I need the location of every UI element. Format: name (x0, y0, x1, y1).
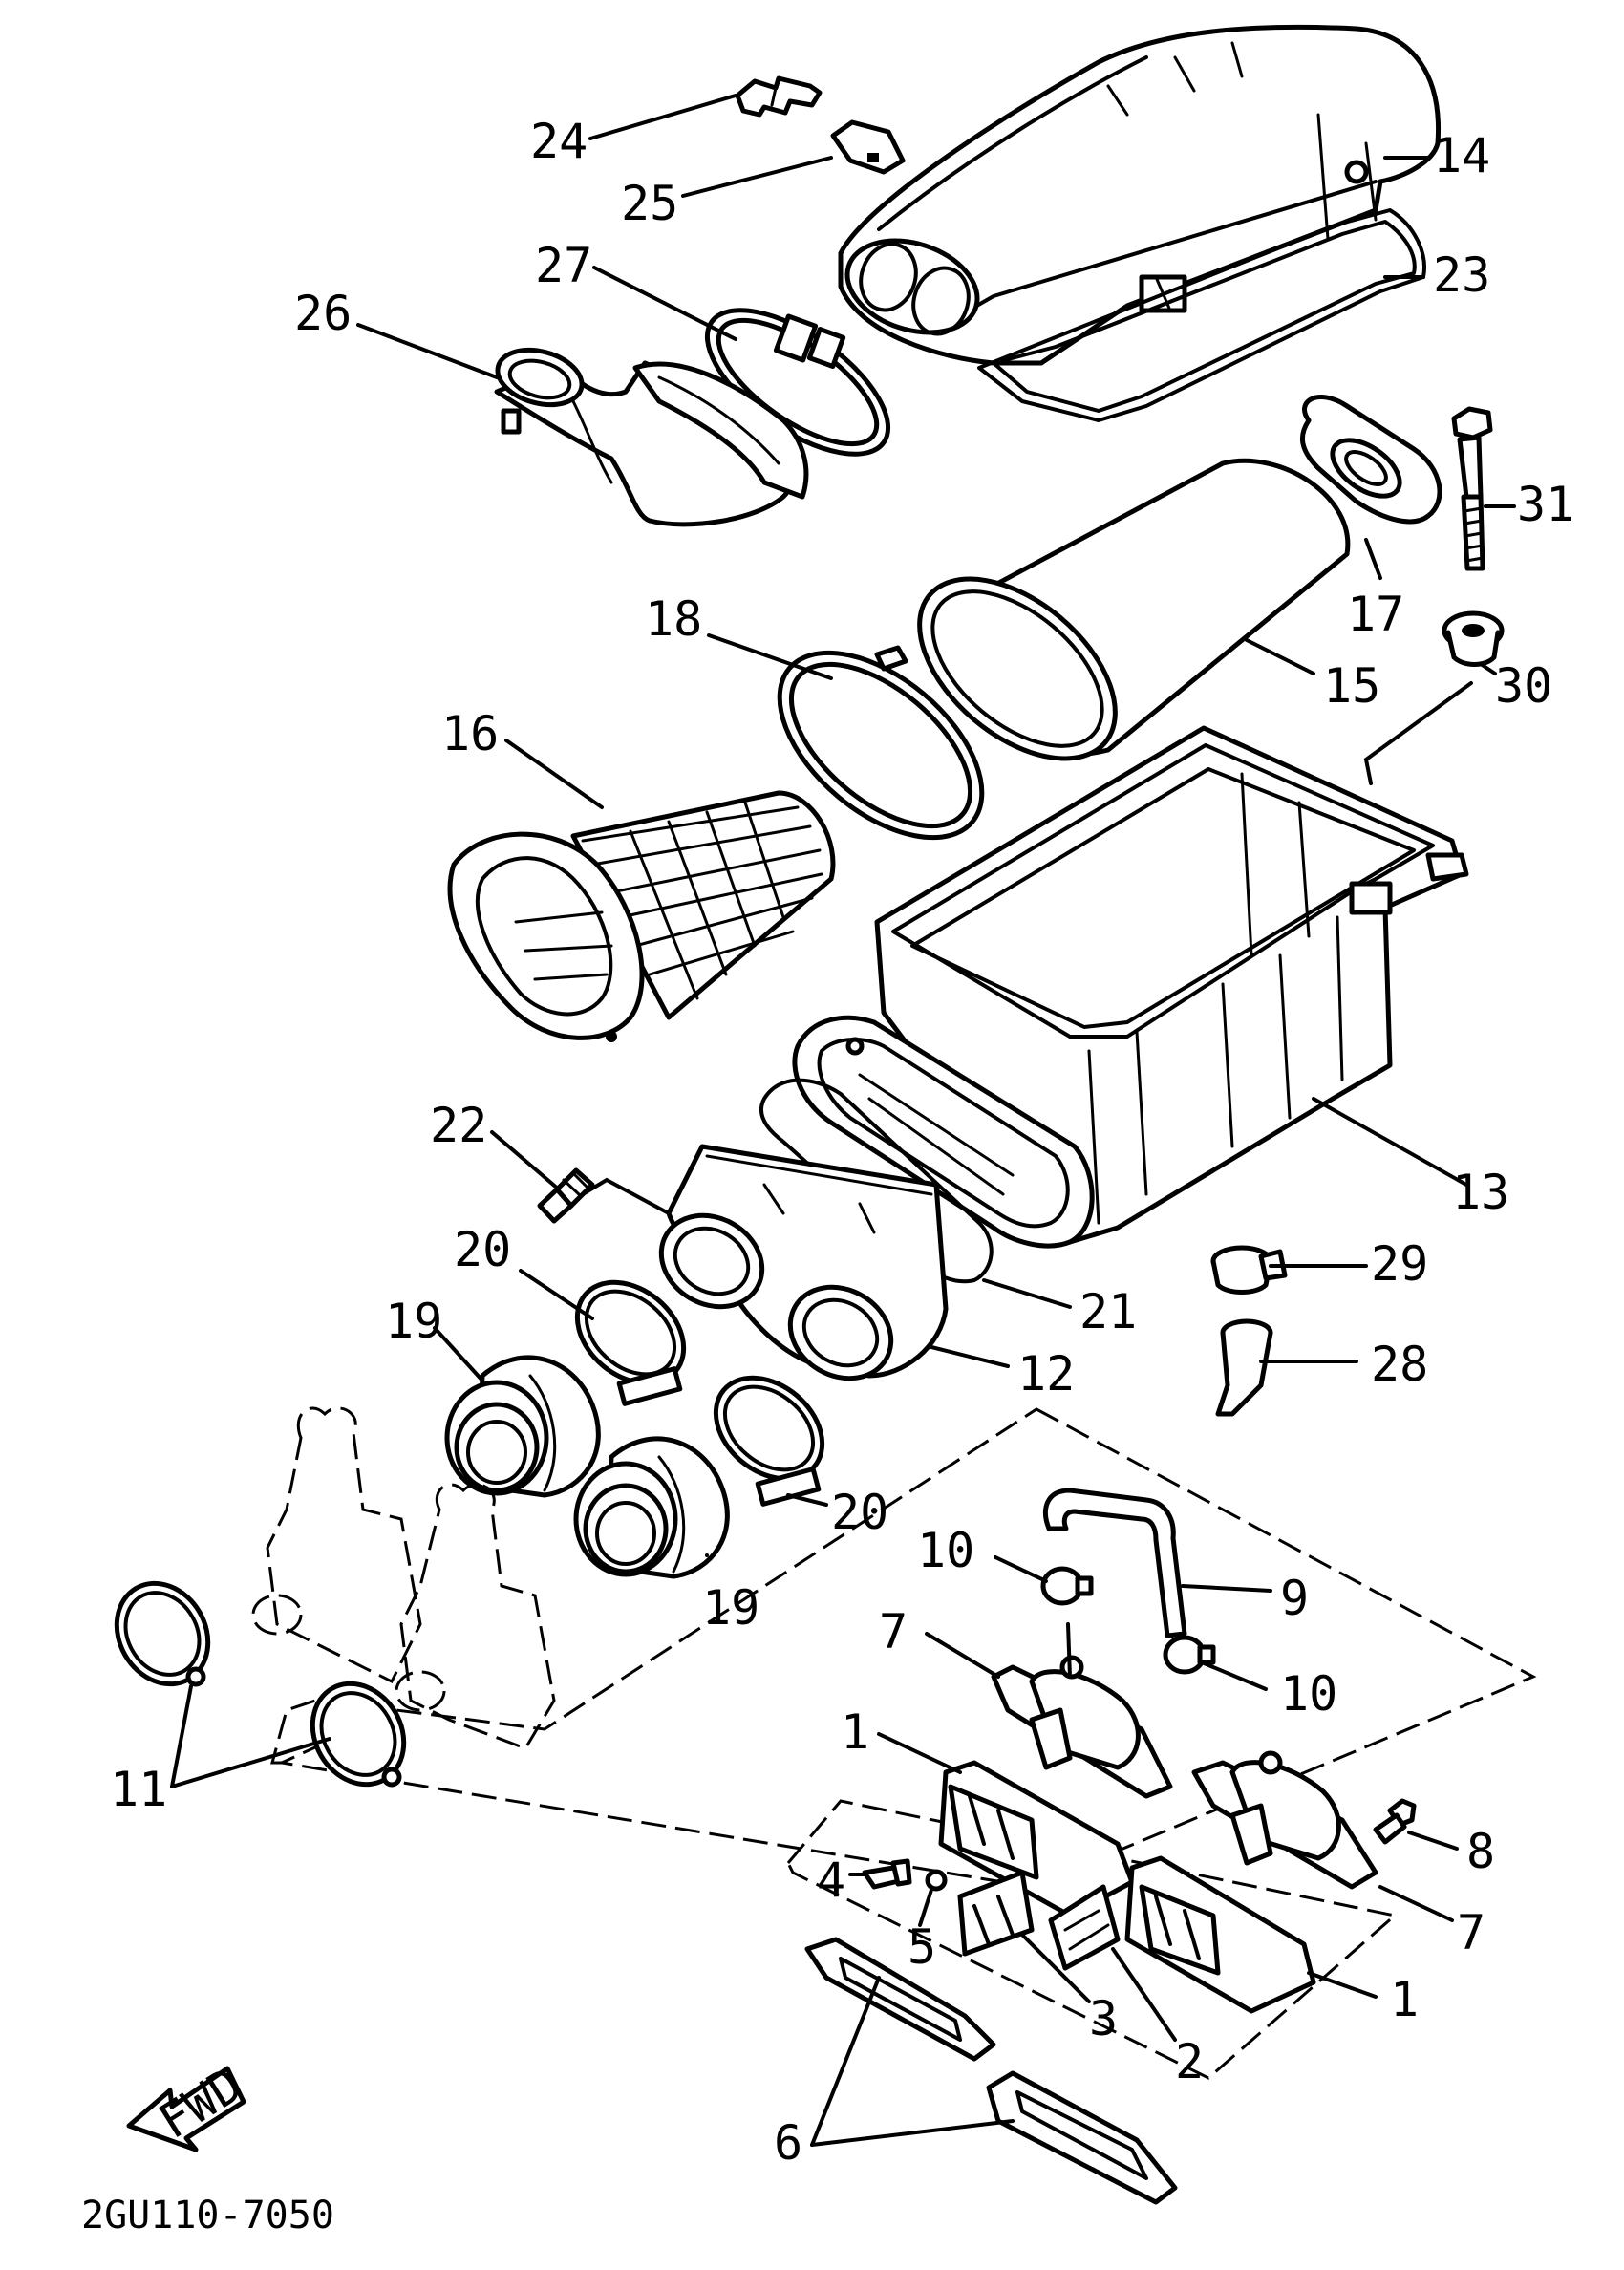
joint-part-12 (658, 1144, 949, 1381)
label-part-14: 14 (1433, 128, 1490, 183)
label-part-13: 13 (1452, 1165, 1509, 1220)
label-part-19-lower: 19 (702, 1580, 759, 1636)
seal-part-23 (977, 208, 1426, 422)
drain-part-28 (1215, 1318, 1273, 1417)
label-part-23: 23 (1433, 247, 1490, 303)
reed-cover-part-7-right (1191, 1750, 1378, 1890)
gasket-part-6-upper (804, 1937, 996, 2062)
clip-part-10-lower (1163, 1635, 1216, 1675)
clip-part-10-upper (1040, 1566, 1094, 1606)
label-part-3: 3 (1089, 1991, 1118, 2046)
label-part-27: 27 (535, 238, 592, 293)
label-part-10-lower: 10 (1280, 1666, 1337, 1722)
grommet-part-30 (1442, 610, 1505, 667)
reed-valve-assembly-outline (786, 1799, 1399, 2080)
forward-direction-arrow-icon: FWD (126, 2057, 252, 2152)
filter-element-part-16 (447, 790, 836, 1042)
label-part-26: 26 (294, 286, 352, 341)
carburetor-joint-part-19-upper (444, 1355, 601, 1498)
label-part-28: 28 (1371, 1337, 1428, 1392)
cap-part-17 (1299, 395, 1442, 525)
label-part-15: 15 (1323, 658, 1380, 714)
clamp-part-27 (704, 308, 891, 457)
reed-stopper-part-3 (957, 1870, 1035, 1957)
label-part-1-lower: 1 (1390, 1972, 1419, 2027)
label-part-12: 12 (1017, 1346, 1075, 1402)
gasket-part-6-lower (986, 2070, 1178, 2205)
label-part-20-lower: 20 (831, 1485, 888, 1540)
cap-part-29 (1210, 1245, 1288, 1295)
label-part-7-lower: 7 (1457, 1905, 1485, 1960)
washer-part-5 (925, 1869, 948, 1892)
label-part-4: 4 (817, 1852, 845, 1908)
label-part-17: 17 (1347, 587, 1404, 642)
clip-part-25 (830, 119, 906, 175)
label-part-1-upper: 1 (841, 1704, 869, 1760)
label-part-10-upper: 10 (917, 1523, 974, 1578)
carburetor-joint-part-19-lower (573, 1436, 730, 1579)
drawing-code: 2GU110-7050 (81, 2194, 334, 2238)
leader-lines (170, 94, 1516, 2147)
reed-cover-part-7-left (991, 1622, 1173, 1799)
intake-cover-part-14 (838, 24, 1442, 366)
band-part-18 (777, 645, 985, 841)
label-part-24: 24 (530, 114, 588, 169)
label-part-16: 16 (441, 706, 499, 761)
label-part-18: 18 (645, 591, 702, 647)
carburetor-bracket-line (270, 1699, 316, 1765)
label-part-22: 22 (430, 1098, 487, 1153)
screw-part-22 (537, 1167, 595, 1224)
reed-valve-part-1-right (1124, 1855, 1316, 2014)
reed-part-2 (1048, 1884, 1121, 1971)
label-part-21: 21 (1079, 1284, 1137, 1339)
bracket-part-24 (735, 75, 823, 118)
label-part-29: 29 (1371, 1236, 1428, 1292)
label-part-31: 31 (1517, 477, 1574, 532)
label-part-2: 2 (1175, 2034, 1204, 2089)
label-part-5: 5 (908, 1919, 936, 1975)
label-part-25: 25 (621, 176, 678, 231)
screw-part-4 (862, 1858, 912, 1890)
carburetor-reference-outline (251, 1406, 556, 1750)
label-part-9: 9 (1280, 1571, 1309, 1626)
label-part-8: 8 (1466, 1824, 1495, 1879)
part-number-labels: 24 25 14 27 23 26 31 18 17 15 30 16 22 1… (110, 114, 1574, 2171)
clamp-part-20-lower (713, 1375, 825, 1507)
filter-cover-part-15 (917, 458, 1351, 761)
label-part-6: 6 (774, 2115, 802, 2171)
bolt-part-31 (1451, 406, 1493, 571)
bolt-part-8 (1373, 1798, 1417, 1845)
clamp-part-11-right (310, 1681, 407, 1788)
label-part-19-upper: 19 (385, 1294, 442, 1349)
clamp-part-11-left (114, 1580, 211, 1687)
air-box-part-13 (792, 725, 1469, 1249)
clamp-part-20-upper (574, 1279, 687, 1406)
label-part-7-upper: 7 (879, 1604, 908, 1660)
intake-duct-part-26 (494, 347, 809, 527)
gasket-part-21 (759, 1078, 994, 1284)
label-part-11: 11 (110, 1762, 167, 1817)
hose-part-9 (1043, 1488, 1187, 1638)
label-part-20-upper: 20 (454, 1222, 511, 1277)
label-part-30: 30 (1495, 658, 1552, 714)
